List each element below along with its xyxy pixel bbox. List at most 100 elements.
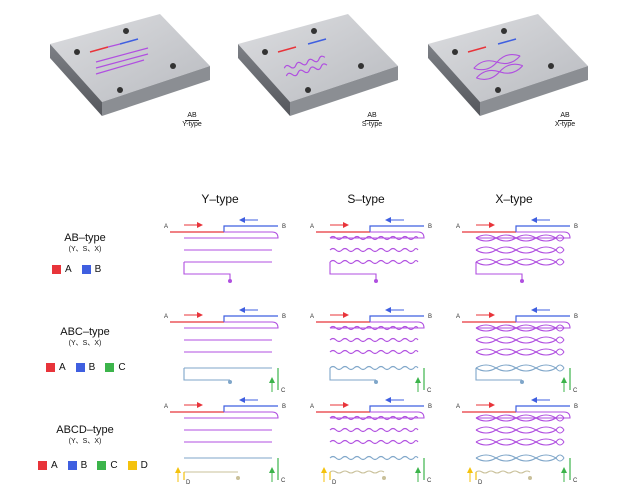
legend-label: B xyxy=(88,362,96,373)
row-title: ABC–type xyxy=(60,326,110,338)
port-label-c: C xyxy=(573,388,578,394)
channel-mix xyxy=(475,234,565,242)
channel-mix xyxy=(475,324,565,332)
channel-mix-turn xyxy=(184,411,279,419)
channel-mix-turn xyxy=(184,231,279,239)
channel-mix xyxy=(329,325,419,331)
outlet-port xyxy=(228,380,232,384)
chip-renderings xyxy=(50,14,588,116)
chip-ab-s-type xyxy=(238,14,398,116)
legend-label: C xyxy=(110,460,118,471)
legend-label: A xyxy=(65,264,72,275)
channel-b xyxy=(515,405,570,412)
port-label-b: B xyxy=(574,314,578,320)
channel-mix xyxy=(329,427,419,433)
legend-label: B xyxy=(80,460,88,471)
legend: A B C D xyxy=(38,460,154,471)
row-subtitle: (Y、S、X) xyxy=(68,340,102,347)
port-label-d: D xyxy=(478,480,483,486)
port-label-a: A xyxy=(164,404,168,410)
channel-mix xyxy=(329,349,419,355)
channel-mix-d xyxy=(329,470,385,474)
channel-mix-turn xyxy=(184,321,279,329)
caption-numerator: AB xyxy=(185,112,199,121)
channel-mix-turn xyxy=(476,411,571,419)
legend-swatch-c xyxy=(105,363,115,372)
port-label-a: A xyxy=(310,224,314,230)
channel-mix-turn xyxy=(476,321,571,329)
row-ab: AB–type (Y、S、X) A B xyxy=(40,232,130,275)
legend: A B C xyxy=(46,362,132,373)
port-label-b: B xyxy=(282,224,286,230)
channel-outlet xyxy=(183,262,231,280)
port-label-a: A xyxy=(164,314,168,320)
outlet-port xyxy=(520,380,524,384)
outlet-port xyxy=(374,380,378,384)
channel-mix xyxy=(329,259,419,265)
caption-numerator: AB xyxy=(558,112,572,121)
legend-swatch-d xyxy=(127,461,137,470)
chip-caption-1: AB Y-type xyxy=(172,112,212,129)
port-label-c: C xyxy=(427,388,432,394)
port-label-b: B xyxy=(428,314,432,320)
port-label-b: B xyxy=(282,404,286,410)
channel-outlet xyxy=(329,368,376,381)
legend-swatch-a xyxy=(52,265,61,274)
legend-swatch-a xyxy=(38,461,47,470)
legend-swatch-b xyxy=(75,363,85,372)
channel-b xyxy=(369,405,424,412)
row-title: ABCD–type xyxy=(56,424,114,436)
port-label-a: A xyxy=(164,224,168,230)
port-label-b: B xyxy=(574,224,578,230)
caption-numerator: AB xyxy=(365,112,379,121)
channel-b xyxy=(223,315,278,322)
outlet-port xyxy=(374,279,378,283)
port-label-b: B xyxy=(428,224,432,230)
caption-denominator: S-type xyxy=(361,121,383,128)
legend-label: A xyxy=(59,362,66,373)
row-subtitle: (Y、S、X) xyxy=(68,246,102,253)
legend-label: D xyxy=(140,460,148,471)
outlet-port xyxy=(382,476,386,480)
chip-caption-3: AB X-type xyxy=(545,112,585,129)
port-label-c: C xyxy=(427,478,432,484)
channel-b xyxy=(369,315,424,322)
outlet-port xyxy=(520,279,524,283)
chip-caption-2: AB S-type xyxy=(352,112,392,129)
port-label-c: C xyxy=(281,478,286,484)
port-label-c: C xyxy=(281,388,286,394)
channel-mix xyxy=(475,414,565,422)
channel-mix-c xyxy=(329,365,419,371)
port-label-a: A xyxy=(456,314,460,320)
channel-mix xyxy=(329,415,419,421)
row-abcd: ABCD–type (Y、S、X) A B C D xyxy=(38,424,154,471)
channel-mix-c xyxy=(475,364,565,372)
channel-mix-turn xyxy=(330,411,425,419)
channel-mix-turn xyxy=(330,231,425,239)
channel-mix xyxy=(475,426,565,434)
channel-mix-turn xyxy=(476,231,571,239)
channel-b xyxy=(223,405,278,412)
legend-swatch-b xyxy=(81,265,91,274)
port-label-a: A xyxy=(456,404,460,410)
channel-mix xyxy=(329,247,419,253)
port-label-a: A xyxy=(456,224,460,230)
outlet-port xyxy=(228,279,232,283)
port-label-b: B xyxy=(574,404,578,410)
port-label-c: C xyxy=(573,478,578,484)
port-label-a: A xyxy=(310,404,314,410)
outlet-port xyxy=(236,476,240,480)
legend-swatch-a xyxy=(46,363,55,372)
legend-label: C xyxy=(118,362,126,373)
channel-mix xyxy=(329,439,419,445)
channel-b xyxy=(223,225,278,232)
caption-denominator: X-type xyxy=(554,121,576,128)
channel-b xyxy=(515,315,570,322)
channel-outlet xyxy=(475,368,522,381)
channel-mix-c xyxy=(475,454,565,462)
chip-ab-x-type xyxy=(428,14,588,116)
port-label-d: D xyxy=(332,480,337,486)
channel-mix xyxy=(475,348,565,356)
channel-mix xyxy=(329,235,419,241)
